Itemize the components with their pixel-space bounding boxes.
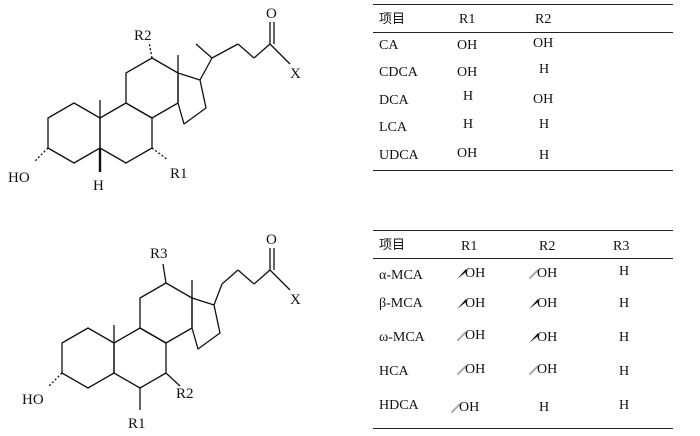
top-ho-label: HO <box>8 170 30 186</box>
row-r2: H <box>539 62 550 77</box>
top-r1-label: R1 <box>170 166 188 182</box>
row-r1-cell: OH <box>451 400 479 416</box>
header-item: 项目 <box>379 238 406 253</box>
table-top-rule <box>373 230 673 231</box>
row-r3: H <box>619 296 630 311</box>
row-r2: H <box>539 117 550 132</box>
row-r1-cell: OH <box>457 328 485 344</box>
bottom-r3-label: R3 <box>150 246 168 262</box>
hashed-bond-icon <box>457 365 466 375</box>
header-r2: R2 <box>539 239 556 254</box>
row-r3: H <box>619 398 630 413</box>
header-item: 项目 <box>379 12 406 27</box>
row-r2: OH <box>537 296 558 311</box>
row-r1: OH <box>465 328 486 343</box>
row-r1: H <box>463 89 474 104</box>
header-r1: R1 <box>461 239 478 254</box>
row-r1-cell: OH <box>457 266 485 282</box>
wedge-bond-icon <box>529 299 538 309</box>
table-header-rule <box>373 258 673 259</box>
row-r2: OH <box>533 36 554 51</box>
row-r2: OH <box>537 330 558 345</box>
row-r1: H <box>463 117 474 132</box>
bottom-steroid-skeleton <box>47 248 291 410</box>
hashed-bond-icon <box>529 269 538 279</box>
top-x-label: X <box>290 66 301 82</box>
row-r1: OH <box>457 146 478 161</box>
top-steroid-skeleton <box>33 22 291 172</box>
hashed-bond-icon <box>529 365 538 375</box>
wedge-bond-icon <box>457 269 466 279</box>
top-structure-labels: O X R2 R1 HO H <box>8 6 301 194</box>
row-r1: OH <box>457 65 478 80</box>
row-name: CDCA <box>379 65 418 80</box>
row-name: CA <box>379 38 399 53</box>
row-r2: OH <box>533 92 554 107</box>
header-r3: R3 <box>613 239 630 254</box>
row-r2-cell: OH <box>529 330 557 346</box>
hashed-bond-icon <box>457 331 466 341</box>
row-r1-cell: OH <box>457 296 485 312</box>
row-r1-cell: OH <box>457 362 485 378</box>
bottom-ho-label: HO <box>22 392 44 408</box>
row-r2: OH <box>537 266 558 281</box>
table-header-rule <box>373 32 673 33</box>
row-r2: H <box>539 148 550 163</box>
header-r1: R1 <box>459 12 476 27</box>
top-h-label: H <box>93 178 104 194</box>
row-r2: H <box>539 400 550 415</box>
row-r3: H <box>619 364 630 379</box>
hashed-bond-icon <box>451 403 460 413</box>
bottom-o-label: O <box>266 232 277 248</box>
row-r1: OH <box>459 400 480 415</box>
row-name: HDCA <box>379 398 419 413</box>
table-top-rule <box>373 4 673 5</box>
row-name: α-MCA <box>379 268 423 283</box>
table-bottom-rule <box>373 428 673 429</box>
table-bottom-rule <box>373 170 673 171</box>
bottom-substituent-table: 项目 R1 R2 R3 α-MCA OH OH H β-MCA OH OH H … <box>373 226 673 432</box>
row-r1: OH <box>465 266 486 281</box>
bottom-r2-label: R2 <box>176 386 194 402</box>
top-substituent-table: 项目 R1 R2 CA OH OH CDCA OH H DCA H OH LCA… <box>373 0 673 180</box>
header-r2: R2 <box>535 12 552 27</box>
row-r3: H <box>619 264 630 279</box>
row-name: LCA <box>379 120 407 135</box>
bottom-x-label: X <box>290 292 301 308</box>
row-r2-cell: OH <box>529 362 557 378</box>
row-r1: OH <box>465 296 486 311</box>
wedge-bond-icon <box>529 333 538 343</box>
row-name: DCA <box>379 93 409 108</box>
row-name: β-MCA <box>379 296 423 311</box>
top-r2-label: R2 <box>134 28 152 44</box>
row-r2-cell: OH <box>529 266 557 282</box>
bottom-r1-label: R1 <box>128 416 146 432</box>
row-name: UDCA <box>379 148 419 163</box>
row-name: HCA <box>379 364 409 379</box>
row-r1: OH <box>465 362 486 377</box>
row-r1: OH <box>457 38 478 53</box>
row-name: ω-MCA <box>379 330 425 345</box>
row-r2: OH <box>537 362 558 377</box>
row-r2-cell: OH <box>529 296 557 312</box>
top-o-label: O <box>266 6 277 22</box>
row-r3: H <box>619 330 630 345</box>
wedge-bond-icon <box>457 299 466 309</box>
bottom-structure-labels: O X R3 R2 R1 HO <box>22 232 301 432</box>
